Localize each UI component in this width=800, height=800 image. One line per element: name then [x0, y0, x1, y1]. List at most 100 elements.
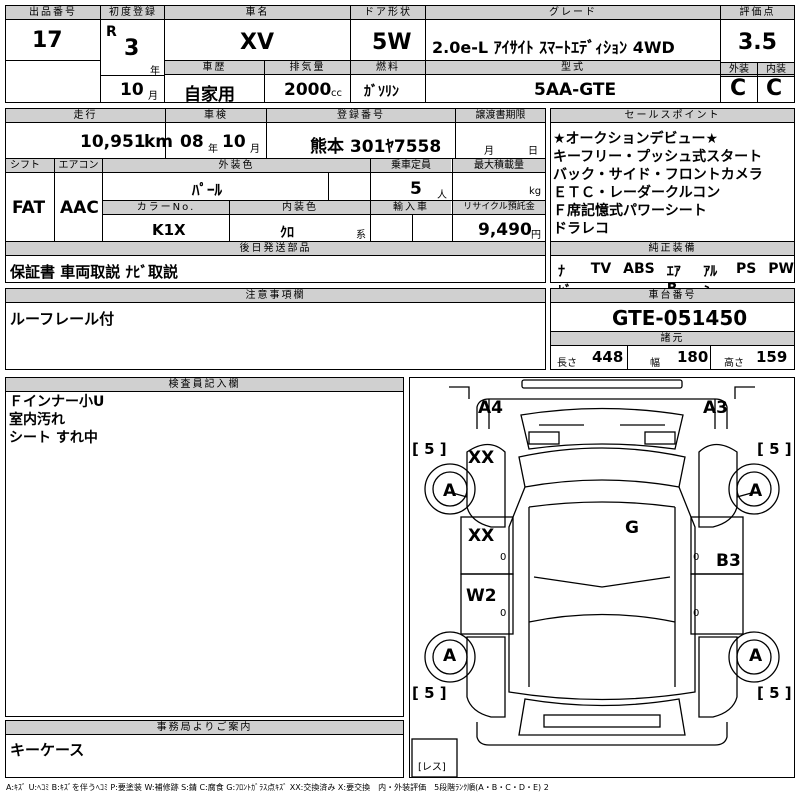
chassis-label: 車台番号	[551, 289, 794, 303]
damage-mark: XX	[468, 526, 495, 546]
name-label: 車名	[165, 6, 350, 20]
mileage: 10,951	[80, 132, 146, 152]
docs-text: 保証書 車両取説 ﾅﾋﾞ取説	[10, 263, 178, 281]
office-label: 事務局よりご案内	[6, 721, 403, 735]
recycle-unit: 円	[531, 230, 541, 241]
ac-label: エアコン	[55, 159, 102, 173]
history-label: 車歴	[165, 61, 264, 75]
rating: 3.5	[738, 30, 777, 55]
damage-mark: A	[443, 646, 457, 666]
selling-list: ★オークションデビュー★ キーフリー・プッシュ式スタート バック・サイド・フロン…	[553, 130, 793, 238]
equip-item: TV	[590, 261, 612, 277]
car-outline	[411, 379, 780, 778]
grade-label: グレード	[426, 6, 720, 20]
selling-line: ドラレコ	[553, 221, 609, 237]
plate-number: 熊本 301ﾔ7558	[310, 137, 442, 157]
seats-unit: 人	[437, 190, 447, 201]
notes-box	[5, 288, 546, 370]
inspector-notes: Ｆインナー小U 室内汚れ シート すれ中	[9, 393, 104, 447]
reg-era: R	[106, 24, 117, 40]
header-grid	[5, 5, 795, 103]
int-label: 内装	[758, 63, 794, 77]
equip-item: PW	[768, 261, 794, 277]
reg-label: 初度登録	[101, 6, 165, 20]
tire-tread-rr: [ 5 ]	[757, 684, 792, 702]
selling-line: Ｆ席記憶式パワーシート	[553, 203, 707, 219]
int-color-label: 内装色	[230, 201, 370, 215]
dims-label: 諸元	[551, 332, 794, 346]
transfer-day: 日	[528, 146, 538, 157]
equip-item: ABS	[623, 261, 655, 277]
recycle-fee: 9,490	[478, 220, 532, 240]
damage-mark: W2	[466, 586, 497, 606]
door-label: ドア形状	[351, 6, 425, 20]
disp-unit: cc	[331, 88, 342, 99]
lot-label: 出品番号	[6, 6, 100, 20]
hgt-label: 高さ	[724, 358, 744, 369]
displacement: 2000	[284, 80, 332, 100]
transfer-label: 譲渡書期限	[456, 109, 545, 123]
equip-item: PS	[735, 261, 757, 277]
month-unit: 月	[148, 91, 158, 102]
int-grade: C	[766, 76, 783, 101]
plate-label: 登録番号	[267, 109, 455, 123]
inspect-month: 10	[222, 132, 246, 152]
spare-tire: [レス]	[418, 762, 446, 773]
selling-line: キーフリー・プッシュ式スタート	[553, 149, 763, 165]
equip-box	[550, 241, 795, 283]
inspector-box	[5, 377, 404, 717]
docs-box	[5, 241, 546, 283]
height: 159	[756, 348, 788, 366]
inspect-year-unit: 年	[208, 144, 218, 155]
ext-label: 外装	[721, 63, 757, 77]
damage-mark: XX	[468, 448, 495, 468]
office-box	[5, 720, 404, 778]
notes-text: ルーフレール付	[10, 310, 115, 328]
tire-tread-rl: [ 5 ]	[412, 684, 447, 702]
tire-tread-fr: [ 5 ]	[757, 440, 792, 458]
transfer-month: 月	[484, 146, 494, 157]
mileage-unit: km	[144, 132, 174, 152]
wid-label: 幅	[650, 358, 660, 369]
damage-mark: G	[625, 518, 639, 538]
rating-label: 評価点	[721, 6, 794, 20]
year-unit: 年	[150, 66, 160, 77]
notes-label: 注意事項欄	[6, 289, 545, 303]
equip-label: 純正装備	[551, 242, 794, 256]
chassis-number: GTE-051450	[612, 306, 748, 330]
legend: A:ｷｽﾞ U:ﾍｺﾐ B:ｷｽﾞを伴うﾍｺﾐ P:要塗装 W:補修跡 S:錆 …	[6, 783, 549, 792]
disp-label: 排気量	[265, 61, 350, 75]
car-name: XV	[240, 30, 274, 55]
inspector-line: Ｆインナー小U	[9, 394, 105, 410]
aircon: AAC	[60, 198, 99, 218]
recycle-label: リサイクル預託金	[453, 201, 545, 215]
reg-year: 3	[124, 36, 140, 61]
docs-label: 後日発送部品	[6, 242, 545, 256]
length: 448	[592, 348, 624, 366]
fuel-label: 燃料	[351, 61, 425, 75]
seats-label: 乗車定員	[371, 159, 451, 173]
damage-mark: B3	[716, 551, 741, 571]
damage-mark: A	[749, 646, 763, 666]
lot-number: 17	[32, 28, 63, 53]
interior-color: ｸﾛ	[280, 225, 294, 241]
office-text: キーケース	[10, 741, 85, 759]
inspect-year: 08	[180, 132, 204, 152]
selling-line: ＥＴＣ・レーダークルコン	[553, 185, 721, 201]
shift: FAT	[12, 198, 46, 218]
inspector-line: シート すれ中	[9, 430, 98, 446]
mileage-label: 走行	[6, 109, 165, 123]
width: 180	[677, 348, 709, 366]
int-color-unit: 系	[356, 230, 366, 241]
zero-mark: 0	[693, 608, 700, 619]
color-no: K1X	[152, 221, 186, 239]
import-label: 輸入車	[371, 201, 451, 215]
damage-mark: A4	[478, 398, 503, 418]
model-code: 5AA-GTE	[534, 80, 617, 100]
inspector-line: 室内汚れ	[9, 412, 65, 428]
zero-mark: 0	[693, 552, 700, 563]
damage-mark: A3	[703, 398, 728, 418]
damage-mark: A	[749, 481, 763, 501]
specs-grid	[5, 108, 546, 242]
history: 自家用	[184, 85, 235, 105]
